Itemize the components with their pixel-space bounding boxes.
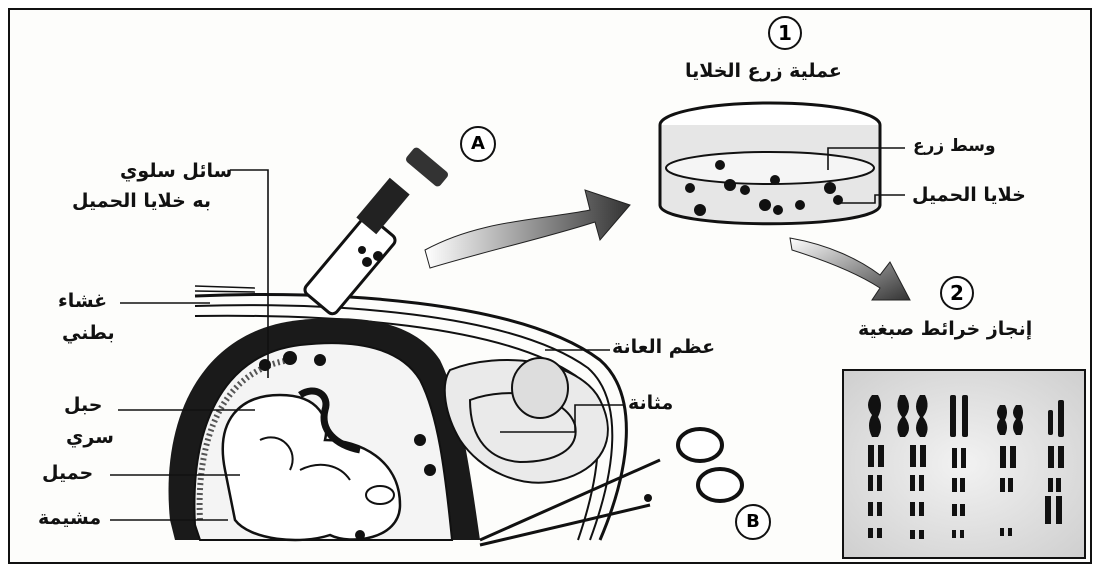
step-1-number: 1 [768,16,802,50]
placenta-label: مشيمة [38,507,101,529]
marker-b: B [735,504,771,540]
arrow-to-culture [425,190,630,268]
bladder-label: مثانة [628,392,673,414]
marker-a: A [460,126,496,162]
peritoneum-label-line1: غشاء [58,290,107,312]
culture-medium-label: وسط زرع [913,136,996,156]
umbilical-cord-label-line2: سري [66,426,114,448]
karyotype-panel [843,370,1085,558]
amniotic-fluid-label-line1: سائل سلوي [120,160,232,182]
amniotic-fluid-label-line2: به خلايا الحميل [72,190,211,212]
peritoneum-label-line2: بطني [62,322,115,344]
petri-dish [660,103,880,224]
pubic-bone-label: عظم العانة [612,336,715,358]
syringe [303,146,450,316]
step-2-title: إنجاز خرائط صبغية [858,318,1032,340]
bladder-pubic-area [445,358,608,483]
fetus-label: حميل [42,462,93,484]
arrow-to-karyotype [790,238,910,300]
umbilical-cord-label-line1: حبل [64,394,102,416]
fetal-cells-label: خلايا الحميل [912,184,1026,206]
step-1-title: عملية زرع الخلايا [685,60,842,82]
step-2-number: 2 [940,276,974,310]
